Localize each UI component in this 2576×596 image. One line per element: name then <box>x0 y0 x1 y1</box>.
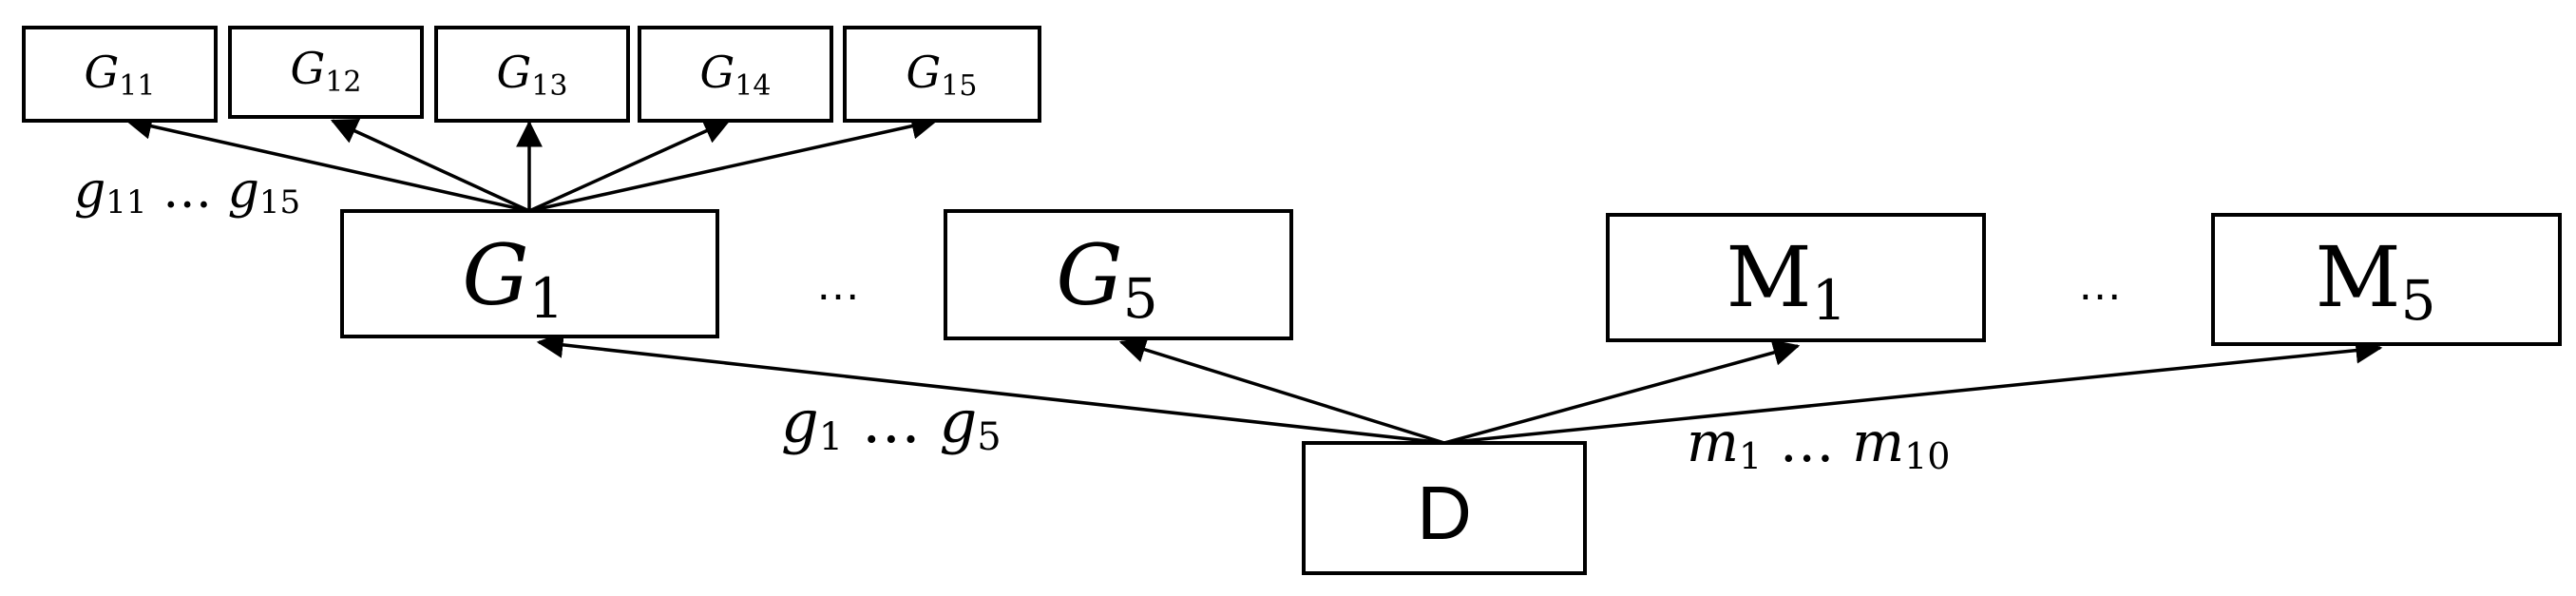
edges-from-d <box>536 331 2383 445</box>
node-g12: G12 <box>228 26 424 119</box>
svg-text:G11: G11 <box>85 47 156 103</box>
svg-text:D: D <box>1417 471 1472 555</box>
node-d: D <box>1302 441 1587 575</box>
edge-g1-to-g15 <box>528 112 939 213</box>
edge-d-to-m1 <box>1443 339 1801 445</box>
svg-text:M5: M5 <box>2315 228 2435 333</box>
edge-label-m1-m10: m1 … m10 <box>1687 410 1950 477</box>
svg-text:G14: G14 <box>700 47 772 103</box>
svg-text:G5: G5 <box>1056 226 1157 331</box>
node-g11: G11 <box>22 26 218 123</box>
edge-d-to-g5 <box>1118 336 1445 445</box>
ellipsis-g: … <box>815 260 861 310</box>
svg-text:M1: M1 <box>1726 228 1846 333</box>
edge-g1-to-g14 <box>528 118 732 213</box>
svg-text:G15: G15 <box>906 47 978 103</box>
svg-text:G1: G1 <box>462 226 563 331</box>
node-g15: G15 <box>843 26 1041 123</box>
edge-label-g11-g15: g11 … g15 <box>74 163 300 221</box>
node-g14: G14 <box>638 26 833 123</box>
node-m5: M5 <box>2211 213 2562 346</box>
g-children-row: G11 G12 G13 G14 G15 <box>22 26 1041 123</box>
svg-text:G12: G12 <box>291 43 362 99</box>
ellipsis-m: … <box>2077 260 2123 310</box>
edge-g1-to-g12 <box>330 118 530 213</box>
node-g5: G5 <box>944 209 1293 340</box>
node-m1: M1 <box>1606 213 1986 342</box>
edge-d-to-g1 <box>536 331 1445 445</box>
node-g13: G13 <box>434 26 630 123</box>
svg-text:G13: G13 <box>497 47 568 103</box>
node-g1: G1 <box>340 209 719 338</box>
edges-from-g1 <box>124 112 939 213</box>
edge-g1-to-g11 <box>124 112 530 213</box>
edge-label-g1-g5: g1 … g5 <box>781 387 1002 459</box>
edge-d-to-m5 <box>1443 336 2383 445</box>
